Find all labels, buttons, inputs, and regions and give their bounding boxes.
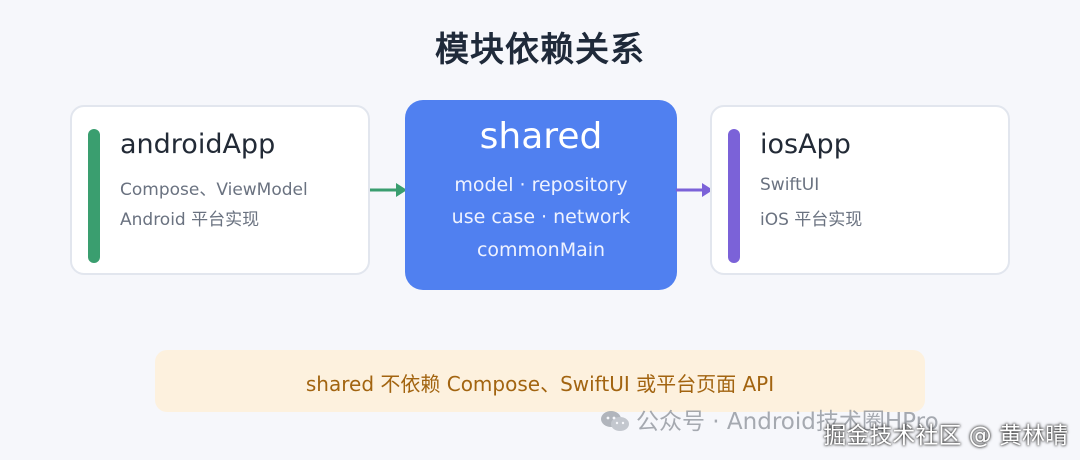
shared-module-line: commonMain (476, 239, 606, 261)
ios-app-line: SwiftUI (760, 175, 820, 195)
juejin-watermark: 掘金技术社区 @ 黄林晴 (823, 423, 1068, 449)
ios-app-line: iOS 平台实现 (760, 210, 863, 230)
wechat-icon (601, 411, 629, 431)
android-app-name: androidApp (120, 129, 276, 160)
shared-module-name: shared (479, 116, 603, 157)
wechat-watermark: 公众号 · Android技术圈HPro (600, 402, 939, 436)
android-app-card: androidApp Compose、ViewModel Android 平台实… (70, 105, 370, 275)
ios-accent-bar (728, 129, 740, 263)
arrow-right-icon (370, 183, 407, 197)
ios-app-card: iosApp SwiftUI iOS 平台实现 (710, 105, 1010, 275)
android-app-line: Android 平台实现 (120, 210, 260, 230)
shared-module-box: shared model · repository use case · net… (405, 100, 677, 290)
android-accent-bar (88, 129, 100, 263)
shared-module-line: model · repository (454, 174, 628, 196)
arrow-right-icon (676, 183, 713, 197)
shared-module-line: use case · network (451, 206, 631, 228)
wechat-watermark-text: 公众号 · Android技术圈HPro (636, 409, 939, 435)
dependency-note: shared 不依赖 Compose、SwiftUI 或平台页面 API (155, 350, 925, 412)
dependency-note-text: shared 不依赖 Compose、SwiftUI 或平台页面 API (305, 372, 775, 396)
android-app-line: Compose、ViewModel (120, 180, 308, 200)
ios-app-name: iosApp (760, 129, 851, 160)
diagram-title: 模块依赖关系 (435, 30, 645, 70)
